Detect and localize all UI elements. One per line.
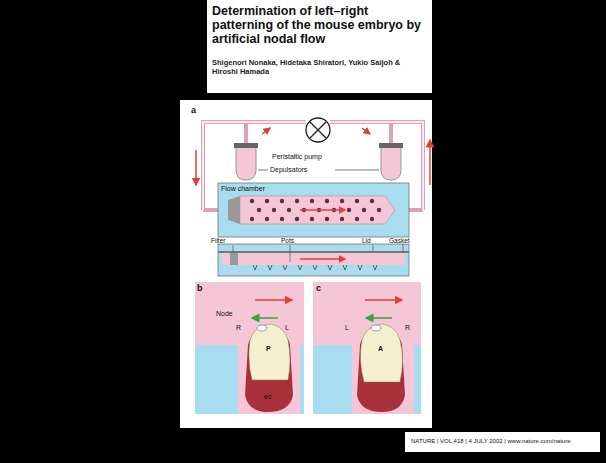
part-label: Filter	[211, 237, 225, 244]
pot-well	[343, 265, 347, 270]
axis-label: P	[266, 345, 271, 353]
pot-dot	[250, 217, 254, 221]
part-label: ec	[264, 393, 271, 401]
pot-dot	[370, 217, 374, 221]
pot-dot	[355, 199, 359, 203]
part-label: Depulsators	[270, 166, 307, 174]
pot-dot	[295, 199, 299, 203]
part-label: Lid	[362, 237, 371, 244]
pot-dot	[280, 199, 284, 203]
pot-dot	[265, 217, 269, 221]
pot-well	[298, 265, 302, 270]
pot-well	[268, 265, 272, 270]
pot-dot	[377, 208, 381, 212]
paper-title: Determination of left–right patterning o…	[212, 4, 428, 46]
pot-well	[328, 265, 332, 270]
pot-well	[313, 265, 317, 270]
pot-dot	[325, 217, 329, 221]
pot-dot	[347, 208, 351, 212]
part-label: Flow chamber	[221, 185, 265, 193]
axis-label: L	[285, 324, 289, 332]
author-list: Shigenori Nonaka, Hidetaka Shiratori, Yu…	[212, 58, 428, 76]
pot-dot	[340, 217, 344, 221]
part-label: Pots	[281, 237, 294, 244]
pot-dot	[310, 199, 314, 203]
pot-dot	[265, 199, 269, 203]
pot-dot	[280, 217, 284, 221]
axis-label: A	[378, 345, 383, 353]
panel-letter: b	[197, 284, 203, 294]
pot-dot	[295, 217, 299, 221]
pot-dot	[257, 208, 261, 212]
part-label: Node	[216, 310, 233, 318]
pot-well	[283, 265, 287, 270]
pot-dot	[340, 199, 344, 203]
pot-dot	[310, 217, 314, 221]
axis-label: R	[236, 324, 241, 332]
pot-dot	[370, 199, 374, 203]
pot-well	[253, 265, 257, 270]
part-label: Peristaltic pump	[272, 153, 322, 161]
pot-well	[373, 265, 377, 270]
pot-dot	[272, 208, 276, 212]
pot-dot	[355, 217, 359, 221]
part-label: Gasket	[389, 237, 410, 244]
axis-label: R	[405, 324, 410, 332]
pot-dot	[250, 199, 254, 203]
axis-label: L	[345, 324, 349, 332]
pot-dot	[325, 199, 329, 203]
panel-letter: c	[316, 284, 321, 294]
pot-dot	[287, 208, 291, 212]
pot-dot	[362, 208, 366, 212]
journal-footer: NATURE | VOL 418 | 4 JULY 2002 | www.nat…	[411, 438, 571, 445]
panel-letter: a	[191, 106, 196, 116]
pot-well	[358, 265, 362, 270]
